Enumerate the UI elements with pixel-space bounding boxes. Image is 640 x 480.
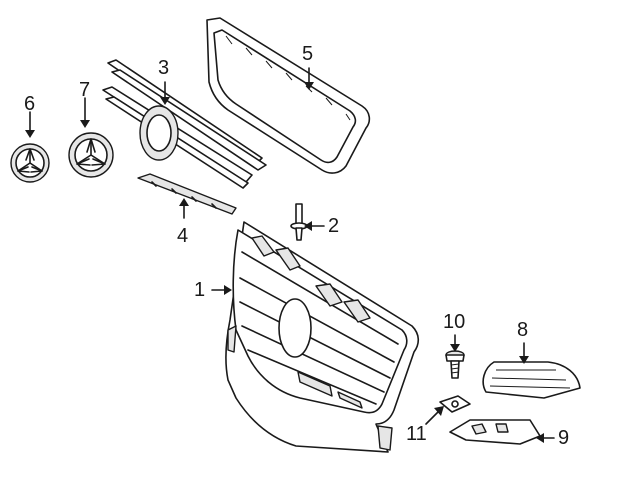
callout-1: 1 bbox=[194, 279, 206, 301]
part-9-trim bbox=[449, 419, 541, 445]
callout-2: 2 bbox=[328, 215, 340, 237]
part-3-bracket bbox=[102, 59, 267, 189]
part-2-rivet bbox=[290, 203, 308, 241]
callout-4: 4 bbox=[177, 225, 189, 247]
part-10-bolt bbox=[445, 350, 465, 379]
part-1-grille bbox=[225, 221, 420, 453]
callout-8: 8 bbox=[517, 319, 529, 341]
callout-9: 9 bbox=[558, 427, 570, 449]
leader-lines bbox=[25, 67, 555, 443]
part-4-trim-strip bbox=[137, 173, 237, 215]
part-8-insert bbox=[482, 361, 581, 399]
callout-10: 10 bbox=[443, 311, 466, 333]
part-7-emblem bbox=[68, 132, 114, 178]
part-5-frame bbox=[206, 17, 371, 174]
part-6-emblem bbox=[10, 143, 50, 183]
callout-6: 6 bbox=[24, 93, 36, 115]
callout-3: 3 bbox=[158, 57, 170, 79]
callout-7: 7 bbox=[79, 79, 91, 101]
callout-11: 11 bbox=[406, 423, 427, 445]
callout-5: 5 bbox=[302, 43, 314, 65]
part-11-clip bbox=[439, 395, 471, 413]
